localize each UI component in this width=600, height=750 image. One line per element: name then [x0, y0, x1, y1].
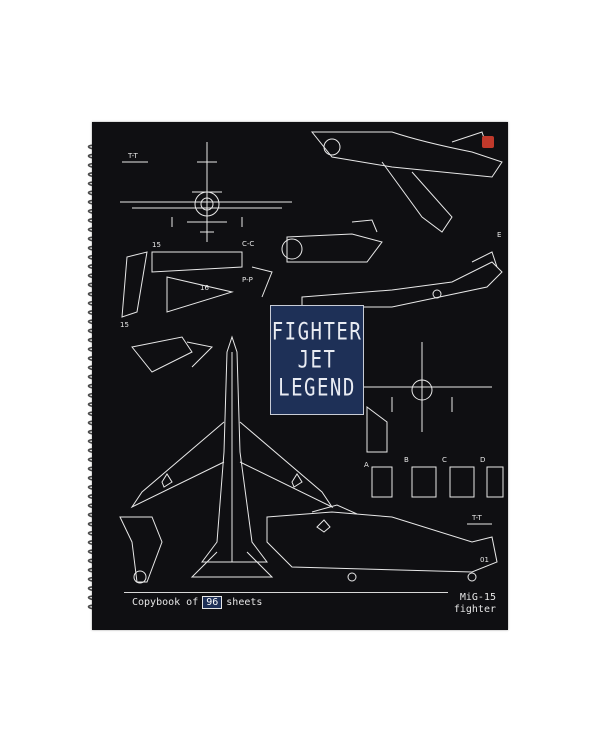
blueprint-illustration: T-T C-C P-P 15 16 15	[119, 131, 504, 584]
title-plate: FIGHTER JET LEGEND	[270, 305, 364, 415]
label-t-t-2: T-T	[471, 514, 483, 522]
middle-aircraft-drawings	[281, 219, 503, 308]
brand-logo-icon	[482, 136, 494, 148]
title-line-2: JET	[297, 346, 337, 374]
label-tail-number: 01	[480, 556, 489, 564]
label-d: D	[480, 456, 485, 464]
landing-gear-detail	[119, 516, 163, 584]
label-e: E	[497, 231, 501, 239]
label-16: 16	[200, 284, 209, 292]
label-t-t: T-T	[127, 152, 139, 160]
footer-divider	[124, 592, 448, 593]
label-p-p: P-P	[242, 276, 253, 284]
detail-sections: A B C D E T-T	[364, 231, 504, 525]
label-c-c: C-C	[242, 240, 254, 248]
footer-suffix: sheets	[226, 597, 263, 608]
top-right-side-view	[310, 131, 503, 233]
right-front-view	[362, 342, 492, 453]
model-caption-line-1: MiG-15	[459, 592, 496, 603]
label-b: B	[404, 456, 409, 464]
model-caption-line-2: fighter	[453, 604, 496, 615]
label-c: C	[442, 456, 447, 464]
footer-prefix: Copybook of	[132, 597, 199, 608]
front-view-drawing: T-T	[120, 142, 292, 242]
label-15: 15	[152, 241, 161, 249]
title-line-1: FIGHTER	[271, 318, 363, 346]
sheet-count-badge: 96	[202, 596, 223, 609]
model-caption: MiG-15 fighter	[454, 592, 496, 616]
notebook-cover: T-T C-C P-P 15 16 15	[92, 122, 508, 630]
sheet-count-label: Copybook of 96 sheets	[132, 596, 262, 609]
spiral-notebook: T-T C-C P-P 15 16 15	[82, 122, 508, 630]
label-a: A	[364, 461, 369, 469]
label-15b: 15	[120, 321, 129, 329]
section-views: C-C P-P 15 16 15	[120, 240, 273, 373]
title-line-3: LEGEND	[278, 374, 356, 402]
top-view-aircraft	[130, 335, 334, 578]
bottom-side-view: 01	[266, 504, 498, 582]
